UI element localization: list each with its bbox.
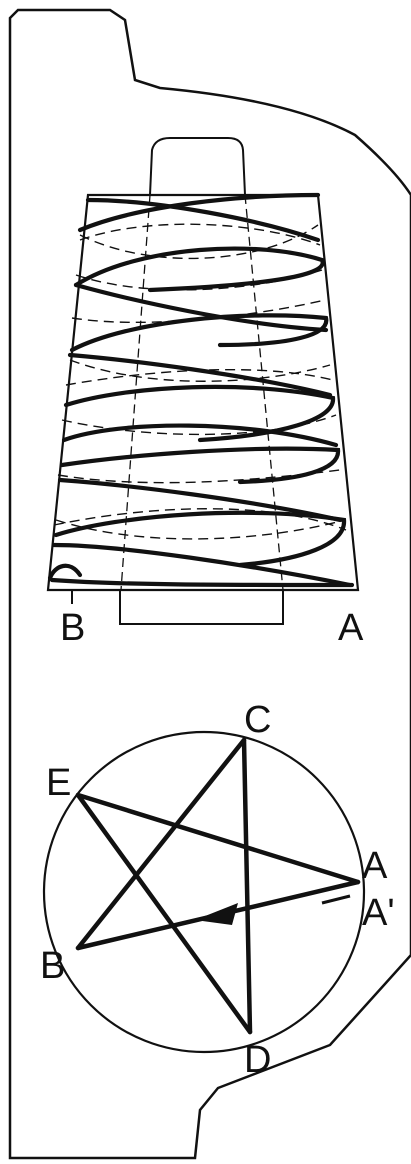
cone-label-b: B	[60, 607, 85, 649]
star-label-a-prime: A'	[362, 892, 395, 934]
star-label-a: A	[362, 845, 388, 887]
line-c-d	[241, 737, 253, 1035]
star-label-b: B	[40, 945, 65, 987]
star-label-e: E	[46, 762, 71, 804]
pentagram-lines	[75, 737, 361, 1035]
core-hidden-right	[244, 194, 284, 591]
line-e-a	[75, 792, 361, 885]
direction-arrowhead	[195, 903, 238, 925]
star-label-d: D	[244, 1039, 271, 1081]
marker-tick-a-prime	[321, 894, 351, 905]
page-frame	[8, 8, 411, 1160]
thread-cone-diagram: B A	[46, 137, 364, 649]
front-windings	[47, 192, 355, 588]
pentagram-circle	[42, 730, 366, 1054]
pentagram-diagram: C E A A' B D	[40, 699, 395, 1081]
cone-core-bottom	[119, 590, 284, 625]
star-label-c: C	[244, 699, 271, 741]
line-e-d	[75, 792, 253, 1035]
cone-label-a: A	[338, 607, 364, 649]
cone-core-top	[149, 137, 246, 196]
cone-outline	[46, 193, 360, 592]
line-c-b	[75, 737, 247, 951]
